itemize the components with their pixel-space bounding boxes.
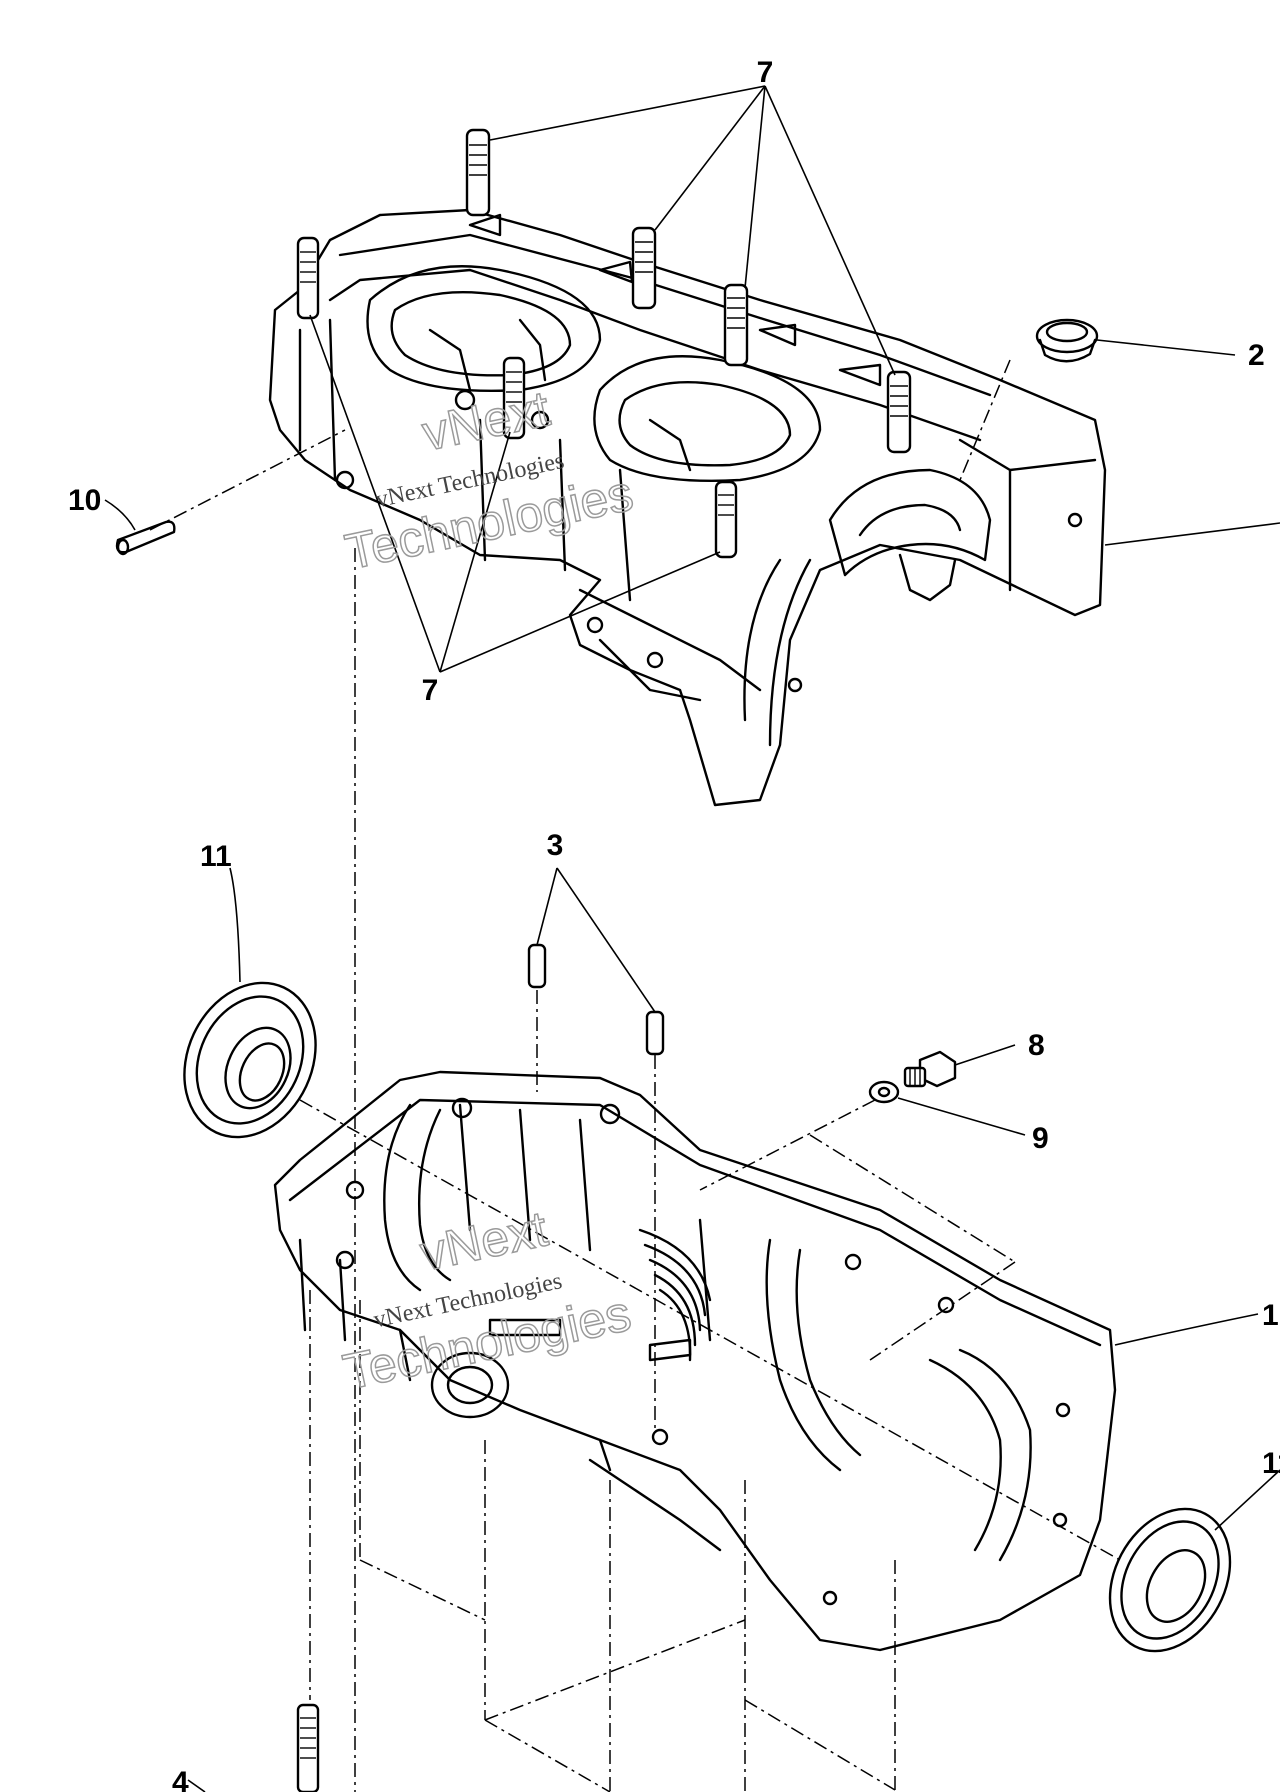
dowels-part-3 xyxy=(527,943,665,1056)
stud-g xyxy=(714,480,738,559)
upper-crankcase xyxy=(268,208,1107,807)
callout-11-left: 11 xyxy=(200,840,232,873)
stud-d xyxy=(723,283,749,367)
alignment-axes xyxy=(149,359,1121,1792)
callout-10: 10 xyxy=(68,484,101,517)
oil-seal-left-part-11 xyxy=(183,981,317,1139)
callout-4: 4 xyxy=(172,1766,189,1792)
callout-3: 3 xyxy=(547,829,564,862)
stud-f xyxy=(886,370,912,454)
drain-bolt-part-8 xyxy=(903,1050,957,1088)
leader-lines xyxy=(104,85,1280,1792)
stud-part-4 xyxy=(296,1703,320,1792)
washer-part-9 xyxy=(868,1080,900,1104)
stud-b xyxy=(296,236,320,320)
callout-7-top: 7 xyxy=(757,56,774,89)
cylinder-studs-upper xyxy=(296,128,912,559)
stud-c xyxy=(631,226,657,310)
callout-7-bottom: 7 xyxy=(422,674,439,707)
stud-a xyxy=(465,128,491,217)
oil-seal-right-part-11 xyxy=(1108,1507,1232,1653)
callout-11-right: 11 xyxy=(1262,1447,1280,1480)
callout-2: 2 xyxy=(1248,339,1265,372)
callout-9: 9 xyxy=(1032,1122,1049,1155)
stud-e xyxy=(502,356,526,440)
plug-part-2 xyxy=(1035,318,1099,363)
callouts: 7 2 10 7 11 3 8 9 1 11 4 xyxy=(68,56,1280,1792)
callout-8: 8 xyxy=(1028,1029,1045,1062)
dowel-pin-part-10 xyxy=(115,520,176,556)
callout-1: 1 xyxy=(1262,1299,1279,1332)
